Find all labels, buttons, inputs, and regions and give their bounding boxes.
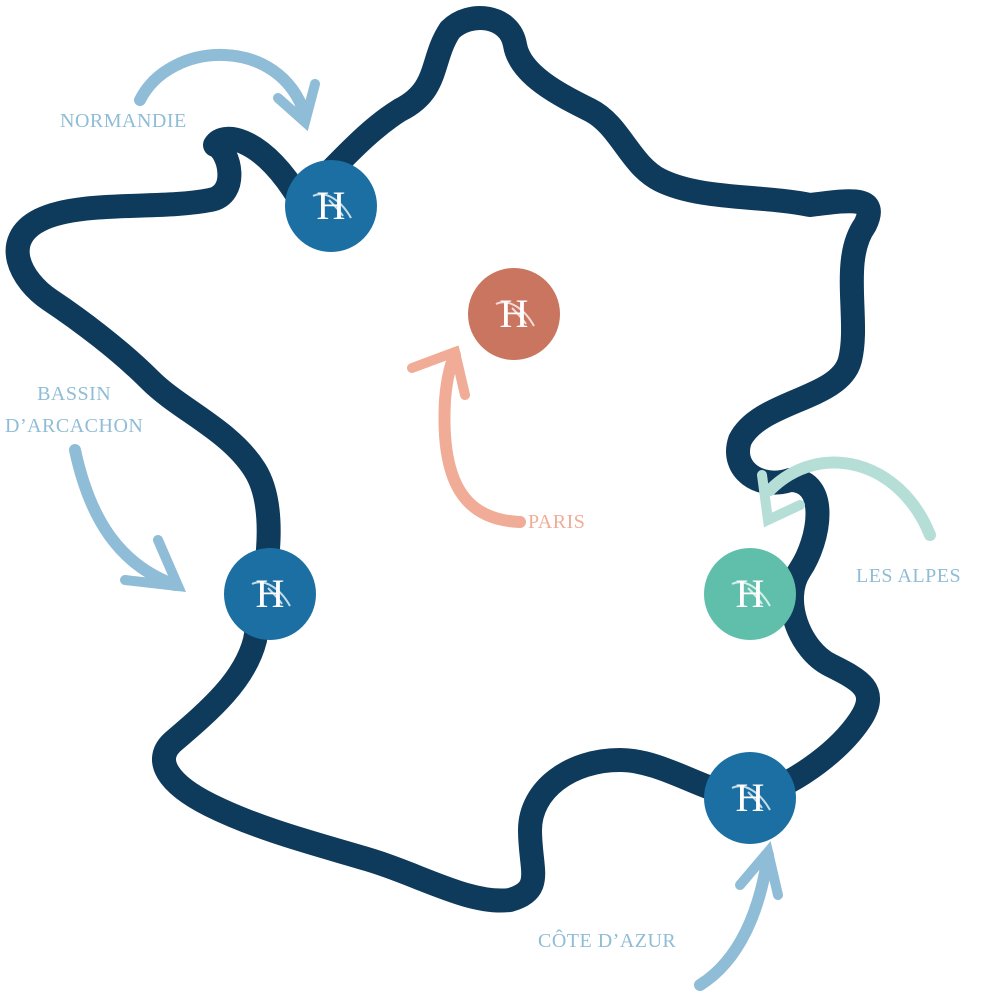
cote-marker[interactable]: H xyxy=(704,752,796,844)
alpes-label[interactable]: LES ALPES xyxy=(856,565,962,587)
normandie-arrow-head xyxy=(273,79,320,132)
hotel-h-icon: H xyxy=(255,571,285,616)
hotel-h-icon: H xyxy=(499,291,529,336)
feather-icon xyxy=(495,301,535,327)
bassin-arrow xyxy=(69,444,181,591)
alpes-marker[interactable]: H xyxy=(704,548,796,640)
feather-icon xyxy=(312,193,352,219)
alpes-arrow xyxy=(764,456,936,541)
hotel-h-icon: H xyxy=(735,571,765,616)
hotel-h-icon: H xyxy=(735,775,765,820)
cote-arrow xyxy=(694,849,774,991)
normandie-arrow xyxy=(134,48,311,121)
hotel-h-icon: H xyxy=(316,183,346,228)
paris-marker[interactable]: H xyxy=(468,268,560,360)
normandie-label[interactable]: NORMANDIE xyxy=(60,110,187,132)
bassin-marker[interactable]: H xyxy=(224,548,316,640)
feather-icon xyxy=(731,581,771,607)
alpes-arrow-head xyxy=(757,470,805,528)
feather-icon xyxy=(251,581,291,607)
bassin-label-line2: D’ARCACHON xyxy=(5,415,144,437)
normandie-marker[interactable]: H xyxy=(285,160,377,252)
feather-icon xyxy=(731,785,771,811)
bassin-label-line1: BASSIN xyxy=(37,383,112,405)
paris-arrow xyxy=(438,349,526,528)
bassin-label[interactable]: BASSIN D’ARCACHON xyxy=(5,378,143,442)
cote-arrow-head xyxy=(735,841,783,900)
paris-arrow-head xyxy=(407,345,470,400)
cote-label[interactable]: CÔTE D’AZUR xyxy=(538,930,677,952)
bassin-arrow-head xyxy=(120,535,187,592)
paris-label[interactable]: PARIS xyxy=(528,511,586,533)
